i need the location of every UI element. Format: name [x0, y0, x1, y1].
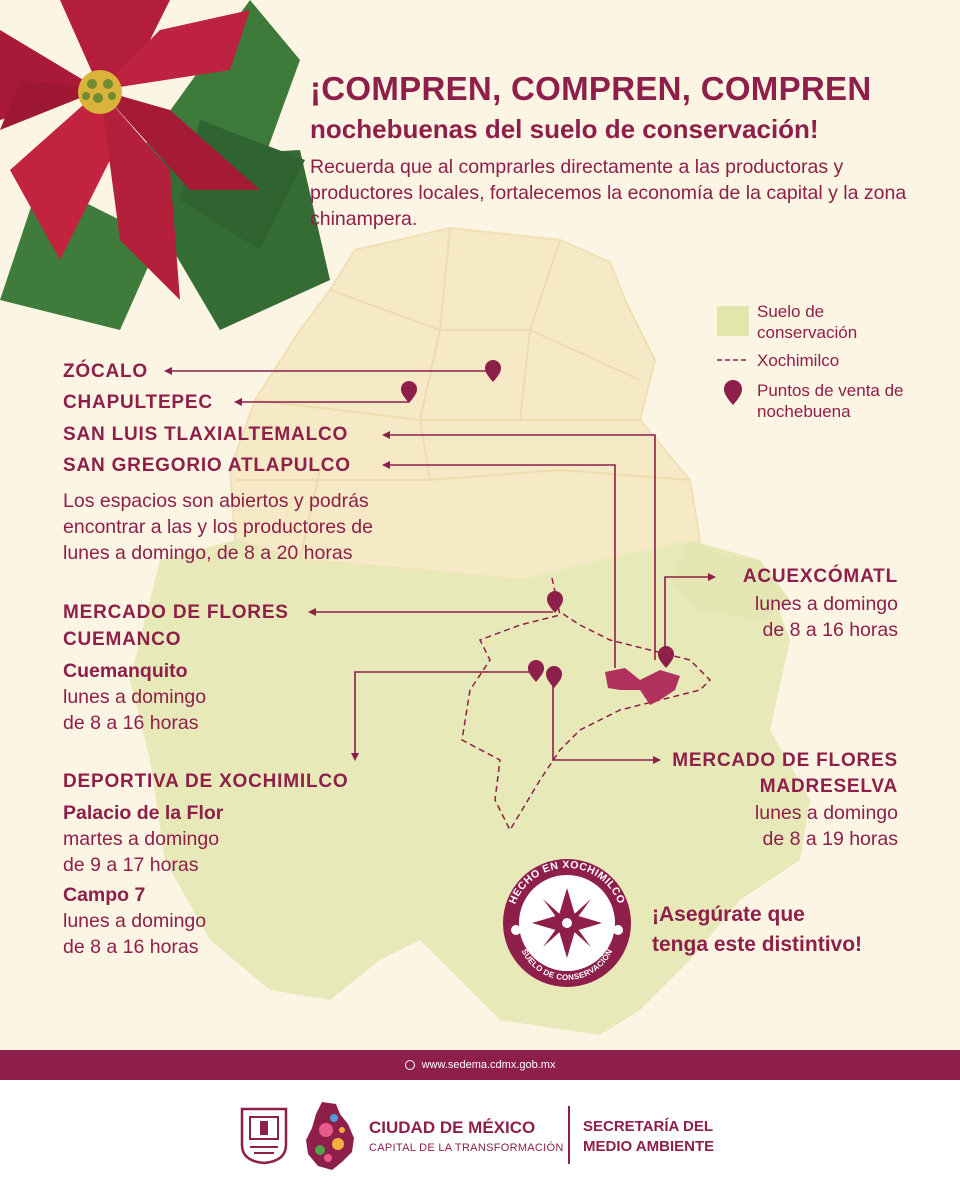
pin-chapultepec-icon	[401, 381, 417, 403]
title-line-2: nochebuenas del suelo de conservación!	[310, 114, 819, 144]
title-line-1: ¡COMPREN, COMPREN, COMPREN	[310, 70, 872, 107]
globe-icon	[404, 1060, 415, 1071]
cuemanco-title-2: CUEMANCO	[63, 629, 182, 650]
place-atlapulco: SAN GREGORIO ATLAPULCO	[63, 455, 351, 476]
conservation-area	[130, 540, 810, 1035]
place-acuexcomatl: ACUEXCÓMATL	[742, 566, 898, 587]
campo-hours: de 8 a 16 horas	[63, 936, 199, 958]
campo-days: lunes a domingo	[63, 910, 207, 932]
badge-note: ¡Asegúrate que tenga este distintivo!	[652, 900, 862, 960]
open-spaces-note: Los espacios son abiertos y podrás encon…	[63, 490, 374, 564]
place-zocalo: ZÓCALO	[63, 361, 149, 382]
city-subtitle: CAPITAL DE LA TRANSFORMACIÓN	[369, 1142, 564, 1154]
pin-zocalo-icon	[485, 360, 501, 382]
cuemanquito-days: lunes a domingo	[63, 686, 207, 708]
pin-deportiva-icon	[528, 660, 544, 682]
poinsettia-icon	[0, 0, 330, 330]
acuex-days: lunes a domingo	[754, 593, 898, 615]
madreselva-hours: de 8 a 19 horas	[762, 828, 898, 850]
map-of-cdmx: HECHO EN XOCHIMILCO SUELO DE CONSERVACIÓ…	[0, 0, 810, 1035]
place-tlaxialtemalco: SAN LUIS TLAXIALTEMALCO	[63, 424, 349, 445]
footer: CIUDAD DE MÉXICO CAPITAL DE LA TRANSFORM…	[0, 1080, 960, 1200]
secretaria-line-2: MEDIO AMBIENTE	[583, 1138, 715, 1155]
palacio-label: Palacio de la Flor	[63, 802, 224, 824]
cuemanco-title-1: MERCADO DE FLORES	[63, 602, 289, 623]
legend-xochimilco-label: Xochimilco	[757, 351, 840, 370]
hecho-en-xochimilco-badge: HECHO EN XOCHIMILCO SUELO DE CONSERVACIÓ…	[503, 859, 631, 987]
place-deportiva: DEPORTIVA DE XOCHIMILCO	[63, 771, 349, 792]
madreselva-days: lunes a domingo	[754, 802, 898, 824]
legend-conservation-label: Suelo de conservación	[757, 302, 858, 342]
secretaria-line-1: SECRETARÍA DEL	[583, 1118, 714, 1135]
url-bar: www.sedema.cdmx.gob.mx	[0, 1050, 960, 1080]
badge-note-line-1: ¡Asegúrate que	[652, 903, 805, 926]
madreselva-title-1: MERCADO DE FLORES	[672, 750, 898, 771]
chinampa-zone	[605, 668, 680, 705]
coat-of-arms-icon	[240, 1107, 288, 1165]
cuemanquito-hours: de 8 a 16 horas	[63, 712, 199, 734]
website-link[interactable]: www.sedema.cdmx.gob.mx	[421, 1059, 556, 1071]
madreselva-title-2: MADRESELVA	[759, 776, 898, 797]
city-name: CIUDAD DE MÉXICO	[369, 1118, 536, 1137]
intro-text: Recuerda que al comprarles directamente …	[310, 156, 907, 230]
cuemanquito-label: Cuemanquito	[63, 660, 188, 682]
pin-madreselva-icon	[546, 666, 562, 688]
pins	[401, 360, 674, 688]
palacio-hours: de 9 a 17 horas	[63, 854, 199, 876]
badge-note-line-2: tenga este distintivo!	[652, 933, 863, 956]
legend-conservation-swatch	[717, 306, 749, 336]
footer-divider	[568, 1106, 570, 1164]
pin-acuexcomatl-icon	[658, 646, 674, 668]
campo-label: Campo 7	[63, 884, 146, 906]
legend-points-label: Puntos de venta de nochebuena	[757, 381, 904, 421]
place-chapultepec: CHAPULTEPEC	[63, 392, 213, 413]
acuex-hours: de 8 a 16 horas	[762, 619, 898, 641]
cdmx-logo-icon	[306, 1102, 354, 1170]
legend-pin-icon	[724, 380, 742, 405]
palacio-days: martes a domingo	[63, 828, 220, 850]
pin-cuemanco-icon	[547, 591, 563, 613]
